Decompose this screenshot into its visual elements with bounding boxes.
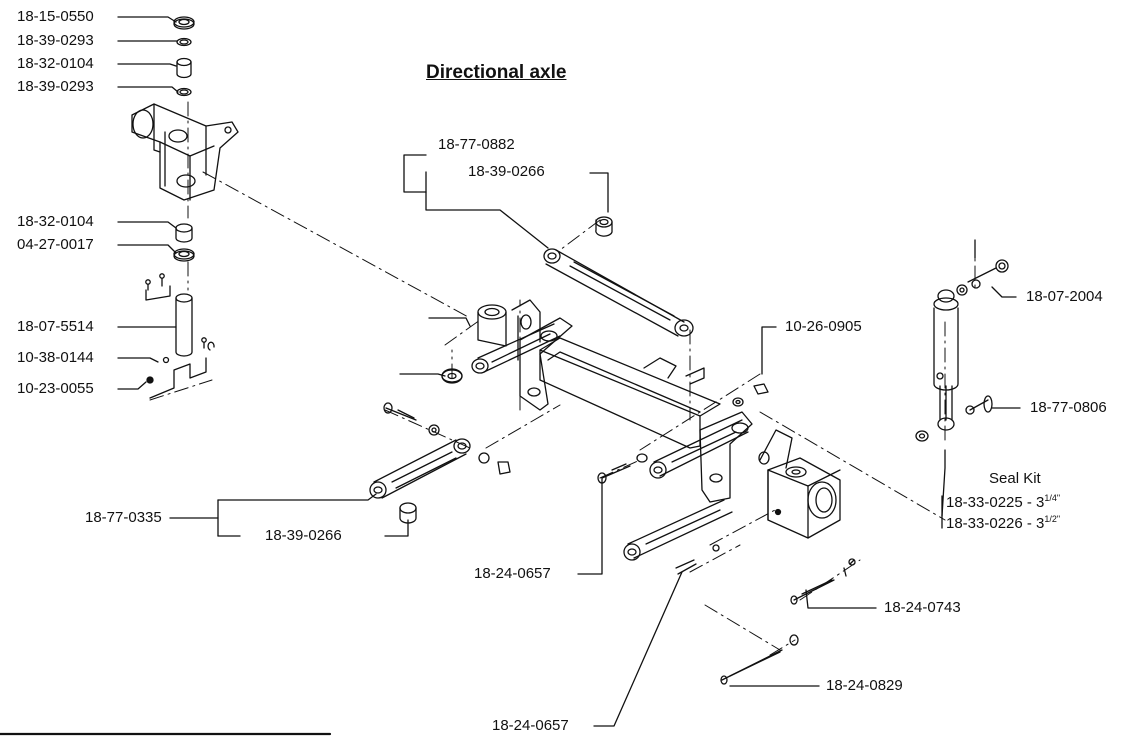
lower-bolts xyxy=(720,558,856,685)
part-number-text: 18-33-0226 - 3 xyxy=(946,515,1045,532)
part-number-label: 18-39-0266 xyxy=(468,163,545,180)
part-number-label: 18-39-0293 xyxy=(17,32,94,49)
lower-bushing-stack xyxy=(173,223,195,262)
part-number-label: 18-77-0806 xyxy=(1030,399,1107,416)
part-number-label: 18-32-0104 xyxy=(17,213,94,230)
assembly-centerlines xyxy=(149,101,976,656)
upper-left-rod xyxy=(441,323,561,384)
diagram-title: Directional axle xyxy=(426,62,567,83)
part-number-label: 18-24-0743 xyxy=(884,599,961,616)
knuckle-bracket xyxy=(131,103,239,201)
axle-beam xyxy=(477,299,753,503)
upper-link-rods xyxy=(543,216,694,337)
lower-right-rods xyxy=(597,419,749,561)
seal-kit-part-number: 18-33-0226 - 31/2" xyxy=(946,511,1060,532)
part-number-label: 18-32-0104 xyxy=(17,55,94,72)
lower-left-rod xyxy=(369,402,511,524)
seal-kit-label: Seal Kit xyxy=(989,470,1041,487)
part-number-label: 18-07-2004 xyxy=(1026,288,1103,305)
size-superscript: 1/4" xyxy=(1044,493,1061,503)
size-superscript: 1/2" xyxy=(1044,514,1061,524)
kingpin-stack-parts xyxy=(173,16,195,97)
king-pin xyxy=(145,273,215,399)
part-number-label: 18-24-0657 xyxy=(492,717,569,734)
part-number-label: 18-39-0266 xyxy=(265,527,342,544)
part-number-label: 18-07-5514 xyxy=(17,318,94,335)
part-number-text: 18-33-0225 - 3 xyxy=(946,494,1045,511)
part-number-label: 18-39-0293 xyxy=(17,78,94,95)
part-number-label: 10-23-0055 xyxy=(17,380,94,397)
part-number-label: 04-27-0017 xyxy=(17,236,94,253)
part-number-label: 18-77-0335 xyxy=(85,509,162,526)
part-number-label: 10-26-0905 xyxy=(785,318,862,335)
seal-kit-part-number: 18-33-0225 - 31/4" xyxy=(946,490,1060,511)
spindle-hub xyxy=(675,383,841,575)
part-number-label: 18-24-0829 xyxy=(826,677,903,694)
steering-cylinder xyxy=(915,239,1009,442)
part-number-label: 18-24-0657 xyxy=(474,565,551,582)
part-number-label: 18-77-0882 xyxy=(438,136,515,153)
part-number-label: 18-15-0550 xyxy=(17,8,94,25)
leader-lines xyxy=(117,16,1021,727)
part-number-label: 10-38-0144 xyxy=(17,349,94,366)
